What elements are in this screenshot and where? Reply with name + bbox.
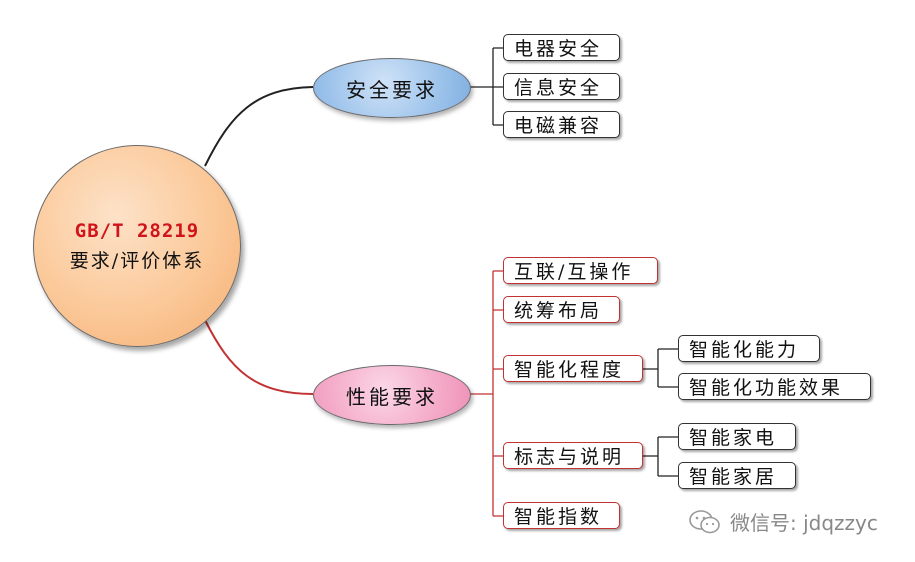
leaf-electrical-safety: 电器安全	[503, 34, 620, 61]
leaf-smart-home: 智能家居	[678, 462, 796, 489]
leaf-intelligent-function-effect: 智能化功能效果	[678, 373, 871, 400]
leaf-emc: 电磁兼容	[503, 111, 620, 138]
link-root-performance	[204, 319, 314, 395]
leaf-overall-layout: 统筹布局	[503, 296, 620, 323]
leaf-marking-instructions: 标志与说明	[503, 442, 643, 469]
link-marking-bracket	[643, 436, 678, 477]
root-subtitle: 要求/评价体系	[69, 249, 205, 272]
link-safety-bracket	[469, 47, 503, 126]
wechat-watermark: 微信号: jdqzzyc	[688, 507, 878, 536]
leaf-information-safety: 信息安全	[503, 73, 620, 100]
root-node: GB/T 28219 要求/评价体系	[33, 145, 241, 347]
leaf-intelligence-index: 智能指数	[503, 502, 620, 529]
safety-requirements-node: 安全要求	[313, 58, 471, 118]
leaf-intelligence-level: 智能化程度	[503, 355, 643, 382]
link-root-safety	[204, 86, 314, 167]
wechat-icon	[689, 509, 720, 533]
link-intelligence-bracket	[643, 348, 678, 388]
watermark-text: 微信号: jdqzzyc	[730, 511, 878, 535]
link-performance-bracket	[469, 270, 503, 517]
root-title: GB/T 28219	[74, 219, 200, 242]
leaf-smart-appliance: 智能家电	[678, 423, 796, 450]
leaf-intelligent-capability: 智能化能力	[678, 335, 820, 362]
performance-requirements-node: 性能要求	[313, 365, 471, 425]
leaf-interoperability: 互联/互操作	[503, 257, 658, 284]
